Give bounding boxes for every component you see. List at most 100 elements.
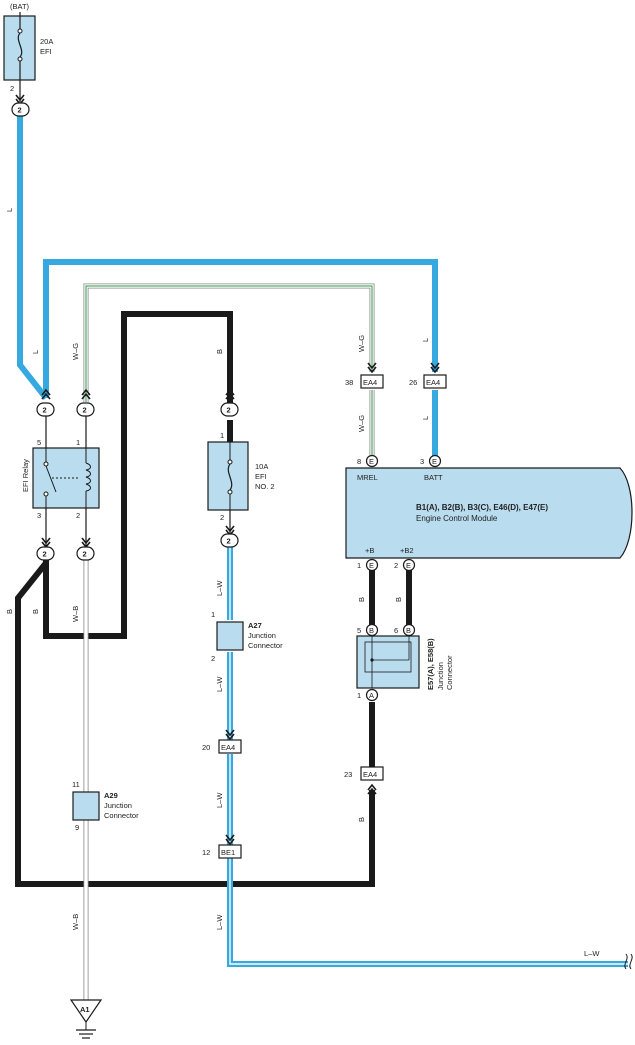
lw-wire	[227, 546, 628, 967]
circle-pins: E 8 E 3 E 1 E 2 B 5 B 6 A 1	[357, 454, 442, 702]
blue-wire-l-main	[17, 116, 49, 400]
connector-oval-labels: 2 2 2 2 2 2 2	[18, 106, 231, 559]
pin-letter: E	[406, 561, 411, 570]
ecm-mrel: MREL	[357, 473, 378, 482]
connector-boxes: EA4 38 EA4 26 EA4 20 BE1 12 EA4 23	[202, 374, 447, 859]
relay-pin: 3	[37, 511, 41, 520]
be1-label: BE1	[221, 848, 235, 857]
pin-letter: B	[406, 626, 411, 635]
ea4-label: EA4	[363, 770, 377, 779]
fuse-20a-efi: (BAT) 20A EFI 2	[3, 2, 53, 93]
pin-label: 6	[394, 626, 398, 635]
junction-label: Junction	[104, 801, 132, 810]
ecm-batt: BATT	[424, 473, 443, 482]
e57-id: E57(A), E58(B)	[426, 638, 435, 690]
wire-label: W–G	[357, 335, 366, 352]
connector-2	[76, 546, 95, 561]
pin-label: 20	[202, 743, 210, 752]
connector-2	[220, 533, 239, 548]
junction-label: Junction	[436, 662, 445, 690]
fuse-amp-label: 20A	[40, 37, 53, 46]
wire-labels: L L W–G B W–G L W–G L B B W–B L–W L–W L–…	[5, 208, 600, 958]
relay-label: EFI Relay	[21, 459, 30, 492]
fuse-10a-efi-no2: 10A EFI NO. 2 1 2	[207, 431, 275, 526]
pin-label: 2	[10, 84, 14, 93]
ground-label: A1	[80, 1005, 90, 1014]
wire-label: B	[31, 609, 40, 614]
junction-label: Junction	[248, 631, 276, 640]
chevron-down-icon	[225, 729, 235, 741]
a27-id: A27	[248, 621, 262, 630]
efi2-name2: NO. 2	[255, 482, 275, 491]
connector-2	[76, 402, 95, 417]
pin-label: 2	[211, 654, 215, 663]
wire-label: L–W	[215, 580, 224, 596]
pin-label: 1	[357, 561, 361, 570]
pin-letter: A	[369, 691, 374, 700]
chevron-up-icon	[225, 388, 235, 400]
wire-label: L	[5, 208, 14, 212]
blue-wire-l-batt	[43, 259, 438, 398]
pin-label: 12	[202, 848, 210, 857]
ecm-plusb2: +B2	[400, 546, 414, 555]
junction-a29: 11 9 A29 Junction Connector	[72, 780, 139, 832]
lw-wire-stripe	[229, 546, 628, 965]
wire-label: L–W	[584, 949, 600, 958]
wire-label: L–W	[215, 914, 224, 930]
wire-label: L	[31, 350, 40, 354]
chevron-down-icon	[225, 834, 235, 846]
pin-label: 9	[75, 823, 79, 832]
pin-letter: E	[369, 457, 374, 466]
relay-wires	[45, 416, 87, 546]
pin-label: 11	[72, 780, 80, 789]
junction-a27: 1 2 A27 Junction Connector	[211, 610, 283, 663]
pin-letter: B	[369, 626, 374, 635]
ea4-label: EA4	[221, 743, 235, 752]
ea4-label: EA4	[426, 378, 440, 387]
wg-wire-green	[85, 285, 373, 456]
ecm-subtitle: Engine Control Module	[416, 514, 498, 523]
wire-label: W–B	[71, 606, 80, 622]
wire-label: W–B	[71, 914, 80, 930]
wire-label: B	[357, 597, 366, 602]
pin-letter: E	[369, 561, 374, 570]
connector-text: 2	[18, 106, 22, 115]
relay-pin: 5	[37, 438, 41, 447]
connector-text: 2	[43, 406, 47, 415]
connector-label: Connector	[248, 641, 283, 650]
chevrons	[15, 94, 440, 846]
connector-ovals	[11, 102, 239, 561]
relay-pin: 2	[76, 511, 80, 520]
wire-label: L–W	[215, 792, 224, 808]
ecm-plusb: +B	[365, 546, 374, 555]
chevron-up-icon	[367, 783, 377, 795]
pin-label: 3	[420, 457, 424, 466]
efi2-pin-top: 1	[220, 431, 224, 440]
wire-label: L	[421, 338, 430, 342]
wire-label: L–W	[215, 676, 224, 692]
wire-label: B	[215, 349, 224, 354]
ground-a1: A1	[69, 999, 103, 1039]
chevron-down-icon	[430, 362, 440, 374]
chevron-up-icon	[41, 388, 51, 400]
pin-label: 1	[357, 691, 361, 700]
wire-label: W–G	[71, 343, 80, 360]
efi2-amp: 10A	[255, 462, 268, 471]
black-wire-ground-return	[15, 561, 375, 887]
pin-label: 2	[394, 561, 398, 570]
connector-text: 2	[83, 550, 87, 559]
bat-label: (BAT)	[10, 2, 30, 11]
connector-label: Connector	[104, 811, 139, 820]
pin-label: 1	[211, 610, 215, 619]
connector-text: 2	[227, 406, 231, 415]
pin-label: 23	[344, 770, 352, 779]
connector-label: Connector	[445, 655, 454, 690]
wire-label: B	[357, 817, 366, 822]
efi2-name: EFI	[255, 472, 267, 481]
efi2-pin-bottom: 2	[220, 513, 224, 522]
pin-label: 8	[357, 457, 361, 466]
efi-relay: EFI Relay 5 1 3 2	[21, 438, 100, 520]
pin-label: 26	[409, 378, 417, 387]
fuse-name-label: EFI	[40, 47, 52, 56]
